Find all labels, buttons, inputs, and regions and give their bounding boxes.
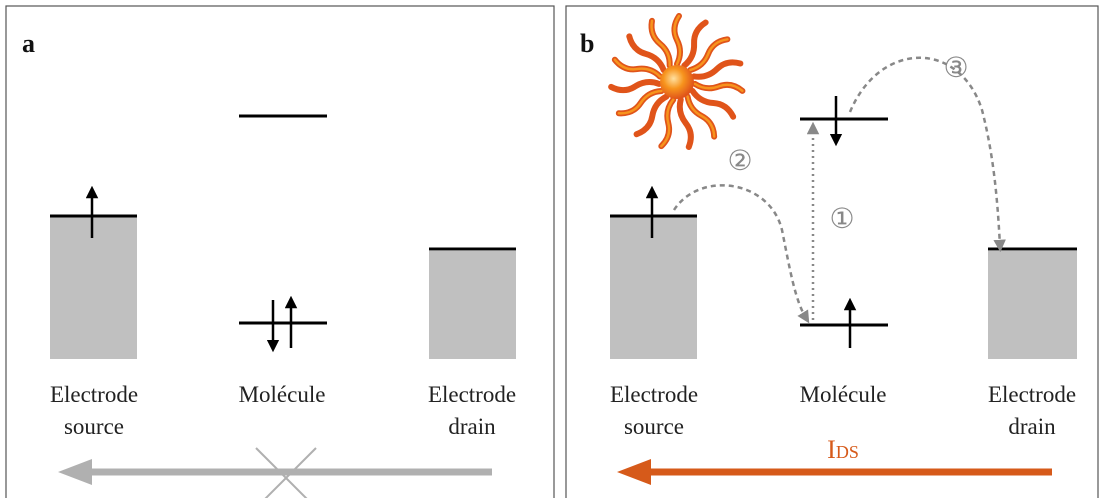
step-1-marker: ① xyxy=(829,202,854,235)
source-label-a-2: source xyxy=(64,414,124,439)
drain-label-a-2: drain xyxy=(448,414,496,439)
drain-label-b-2: drain xyxy=(1008,414,1056,439)
current-label: IDS xyxy=(827,435,859,464)
step-2-marker: ② xyxy=(727,144,752,177)
current-label-subscript: DS xyxy=(836,442,859,462)
blocked-cross-line-2 xyxy=(264,447,317,498)
panel-b-label: b xyxy=(580,29,594,58)
transfer-path-source-to-molecule xyxy=(672,184,810,324)
molecule-label-a: Molécule xyxy=(239,382,326,407)
source-label-b-2: source xyxy=(624,414,684,439)
drain-electrode-block-b xyxy=(988,251,1077,359)
panel-a: a Electrode source Molécule Electrode dr… xyxy=(5,5,555,498)
source-electrode-block xyxy=(50,217,137,359)
drain-electrode-block xyxy=(429,251,516,359)
blocked-current-arrowhead xyxy=(58,459,92,485)
panel-b: b xyxy=(565,5,1099,498)
current-label-main: I xyxy=(827,435,836,464)
current-arrowhead xyxy=(617,459,651,485)
source-label-b-1: Electrode xyxy=(610,382,698,407)
transfer-path-molecule-to-drain xyxy=(848,56,1006,253)
panel-a-label: a xyxy=(22,29,35,58)
drain-label-a-1: Electrode xyxy=(428,382,516,407)
source-label-a-1: Electrode xyxy=(50,382,138,407)
source-electrode-block-b xyxy=(610,217,697,359)
drain-label-b-1: Electrode xyxy=(988,382,1076,407)
molecule-label-b: Molécule xyxy=(800,382,887,407)
step-3-marker: ③ xyxy=(943,51,968,84)
sun-light-icon xyxy=(608,13,746,150)
